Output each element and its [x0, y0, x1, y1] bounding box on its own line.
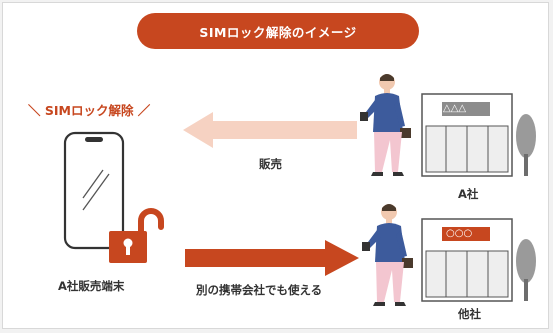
other-company-sign-text: ○○○ [446, 228, 473, 239]
sim-unlock-label: ＼ SIMロック解除 ／ [28, 103, 151, 118]
sale-label: 販売 [259, 157, 282, 171]
company-a-sign-text: △△△ [443, 103, 467, 114]
person-illustration [360, 74, 411, 176]
diagram-title-text: SIMロック解除のイメージ [199, 24, 357, 40]
other-company-building [421, 218, 536, 302]
company-a-label: A社 [458, 187, 479, 201]
smartphone-illustration [63, 131, 125, 250]
unlocked-padlock-icon [109, 208, 164, 263]
screen-glare-line [82, 173, 110, 211]
diagram-title: SIMロック解除のイメージ [137, 13, 419, 49]
company-a-building [421, 93, 536, 177]
other-carrier-arrow-right [185, 240, 359, 276]
other-company-label: 他社 [458, 307, 481, 321]
device-label: A社販売端末 [58, 279, 125, 293]
screen-glare-line [82, 169, 104, 199]
other-carrier-label: 別の携帯会社でも使える [196, 283, 323, 297]
person-illustration [362, 204, 413, 306]
sale-arrow-left [183, 112, 357, 148]
phone-body [63, 131, 125, 250]
phone-notch [85, 137, 103, 142]
